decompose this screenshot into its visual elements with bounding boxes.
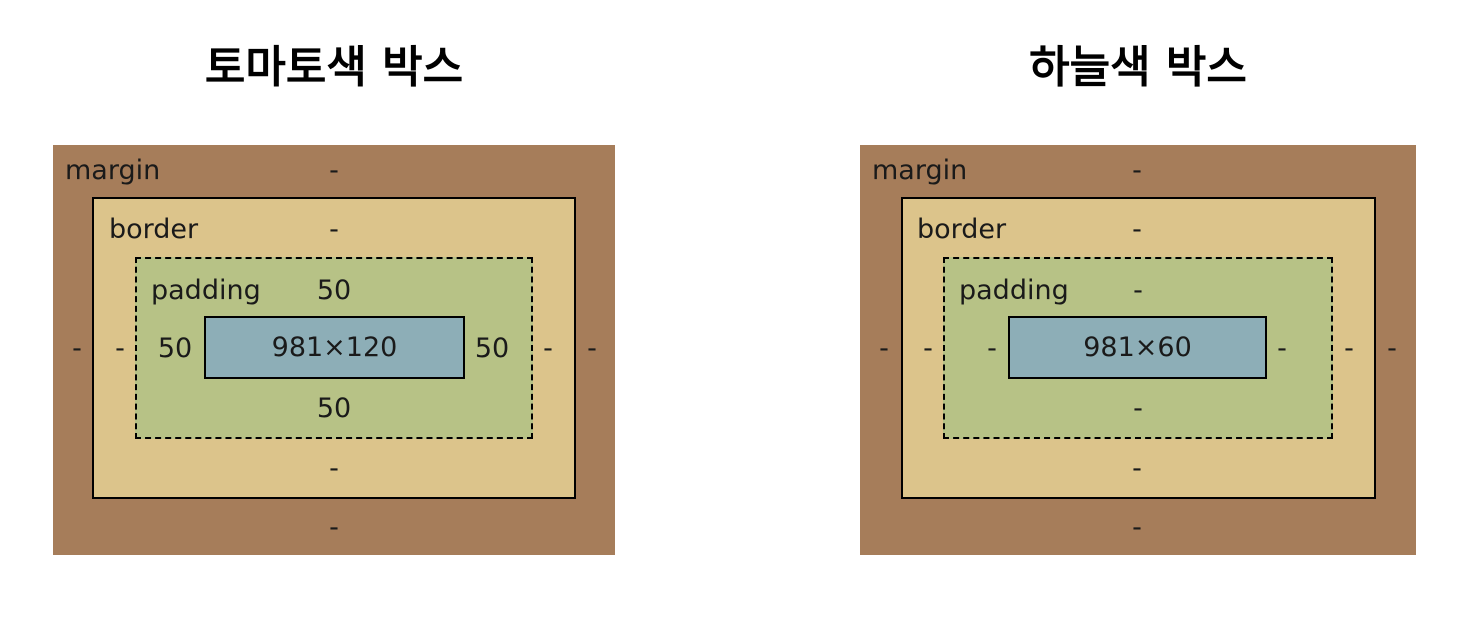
title-tomato-box: 토마토색 박스 (204, 42, 464, 93)
margin-bottom-value: - (1132, 512, 1142, 543)
border-label: border (917, 214, 1007, 245)
margin-right-value: - (1387, 333, 1397, 364)
padding-bottom-value: - (1133, 393, 1143, 424)
padding-right-value: 50 (474, 333, 510, 364)
padding-right-value: - (1277, 333, 1287, 364)
box-model-skyblue: margin - - - - border - - - - padding - … (860, 145, 1416, 555)
border-right-value: - (1344, 333, 1354, 364)
margin-left-value: - (72, 333, 82, 364)
border-bottom-value: - (1132, 453, 1142, 484)
margin-bottom-value: - (329, 512, 339, 543)
padding-left-value: - (987, 333, 997, 364)
padding-area: padding 50 50 50 50 (135, 257, 533, 439)
padding-left-value: 50 (157, 333, 193, 364)
margin-top-value: - (1132, 155, 1142, 186)
content-size: 981×60 (1083, 332, 1192, 363)
box-model-tomato: margin - - - - border - - - - padding 50… (53, 145, 615, 555)
margin-area: margin - - - - border - - - - padding 50… (53, 145, 615, 555)
border-top-value: - (329, 214, 339, 245)
border-top-value: - (1132, 214, 1142, 245)
content-size: 981×120 (271, 332, 398, 363)
border-bottom-value: - (329, 453, 339, 484)
border-left-value: - (923, 333, 933, 364)
padding-label: padding (959, 275, 1069, 306)
padding-top-value: 50 (316, 275, 352, 306)
border-label: border (109, 214, 199, 245)
padding-label: padding (151, 275, 261, 306)
margin-label: margin (65, 155, 161, 186)
padding-top-value: - (1133, 275, 1143, 306)
padding-bottom-value: 50 (316, 393, 352, 424)
border-left-value: - (115, 333, 125, 364)
margin-right-value: - (587, 333, 597, 364)
content-area: 981×60 (1008, 316, 1267, 379)
title-skyblue-box: 하늘색 박스 (1029, 42, 1247, 93)
margin-left-value: - (879, 333, 889, 364)
margin-area: margin - - - - border - - - - padding - … (860, 145, 1416, 555)
margin-label: margin (872, 155, 968, 186)
margin-top-value: - (329, 155, 339, 186)
border-right-value: - (543, 333, 553, 364)
content-area: 981×120 (204, 316, 465, 379)
